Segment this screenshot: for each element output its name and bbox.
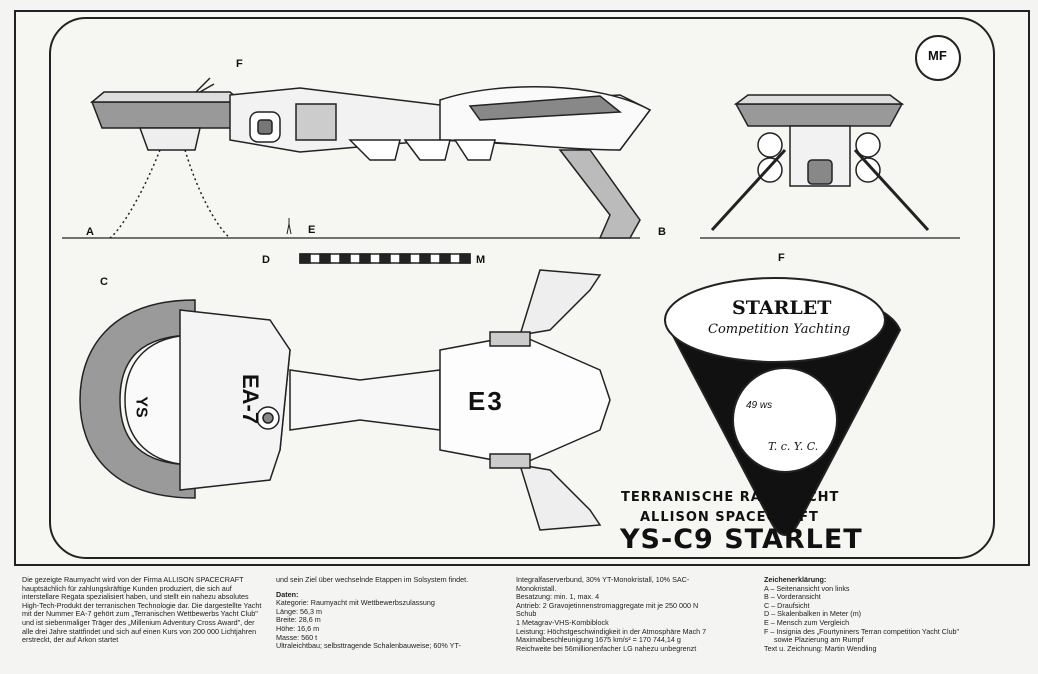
data-line: Besatzung: min. 1, max. 4 xyxy=(516,592,600,602)
data-line: Kategorie: Raumyacht mit Wettbewerbszula… xyxy=(276,598,435,608)
insignia-number: 49 ws xyxy=(746,400,773,411)
insignia-initials: T. c. Y. C. xyxy=(768,440,819,453)
data-line: Integralfaserverbund, 30% YT-Monokristal… xyxy=(516,575,690,584)
legend-line: B – Vorderansicht xyxy=(764,592,821,602)
data-line: Masse: 560 t xyxy=(276,632,318,642)
panel-outline xyxy=(49,17,995,559)
label-d: D xyxy=(262,254,270,266)
front-view-b xyxy=(700,94,960,239)
top-view-c xyxy=(79,269,611,531)
text-column-4: Zeichenerklärung: A – Seitenansicht von … xyxy=(764,575,1034,653)
legend-line: sowie Plazierung am Rumpf xyxy=(774,635,864,645)
hull-marking-ys: YS xyxy=(132,396,150,418)
data-line: Reichweite bei 56millionenfacher LG nahe… xyxy=(516,643,697,653)
hull-marking-ea7: EA-7 xyxy=(238,373,264,425)
data-line: Ultraleichtbau; selbsttragende Schalenba… xyxy=(276,641,461,651)
label-m: M xyxy=(476,254,486,266)
legend-line: E – Mensch zum Vergleich xyxy=(764,617,850,627)
title-line2: ALLISON SPACECRAFT xyxy=(640,510,819,525)
legend-line: Text u. Zeichnung: Martin Wendling xyxy=(764,643,877,653)
data-line: Breite: 28,6 m xyxy=(276,615,321,625)
legend-heading: Zeichenerklärung: xyxy=(764,575,827,584)
label-c: C xyxy=(100,276,108,288)
title-line1: TERRANISCHE RAUMYACHT xyxy=(621,490,840,505)
title-line3: YS-C9 STARLET xyxy=(620,524,863,555)
insignia-name: STARLET xyxy=(732,297,832,319)
side-view-a xyxy=(62,77,652,239)
data-line: 1 Metagrav-VHS-Kombiblock xyxy=(516,617,609,627)
data-line: Länge: 56,3 m xyxy=(276,606,322,616)
logo xyxy=(915,35,961,81)
legend-line: A – Seitenansicht von links xyxy=(764,583,850,593)
legend-line: C – Draufsicht xyxy=(764,600,810,610)
insignia-subtitle: Competition Yachting xyxy=(708,322,851,337)
data-line: Antrieb: 2 Gravojetinnenstromaggregate m… xyxy=(516,600,699,610)
hull-marking-e3: E3 xyxy=(468,386,504,416)
scale-bar xyxy=(299,253,471,264)
intro-paragraph: Die gezeigte Raumyacht wird von der Firm… xyxy=(22,575,262,645)
legend-line: D – Skalenbalken in Meter (m) xyxy=(764,609,862,619)
legend-line: F – Insignia des „Fourtyniners Terran co… xyxy=(764,626,960,636)
data-line: Leistung: Höchstgeschwindigkeit in der A… xyxy=(516,626,707,636)
label-f-insignia: F xyxy=(778,252,785,264)
text-column-2: und sein Ziel über wechselnde Etappen im… xyxy=(276,575,506,651)
data-line: Schub xyxy=(516,609,537,619)
data-line: Monokristall. xyxy=(516,583,557,593)
label-e: E xyxy=(308,224,316,236)
insignia xyxy=(664,277,902,536)
text-column-1: Die gezeigte Raumyacht wird von der Firm… xyxy=(22,575,262,645)
data-heading: Daten: xyxy=(276,589,299,599)
label-b: B xyxy=(658,226,666,238)
intro-continued: und sein Ziel über wechselnde Etappen im… xyxy=(276,575,469,584)
logo-text: MF xyxy=(928,48,947,63)
data-line: Maximalbeschleunigung 1675 km/s² = 170 7… xyxy=(516,635,681,645)
data-line: Höhe: 16,6 m xyxy=(276,623,320,633)
label-a: A xyxy=(86,226,94,238)
label-f-top: F xyxy=(236,58,243,70)
text-column-3: Integralfaserverbund, 30% YT-Monokristal… xyxy=(516,575,766,653)
